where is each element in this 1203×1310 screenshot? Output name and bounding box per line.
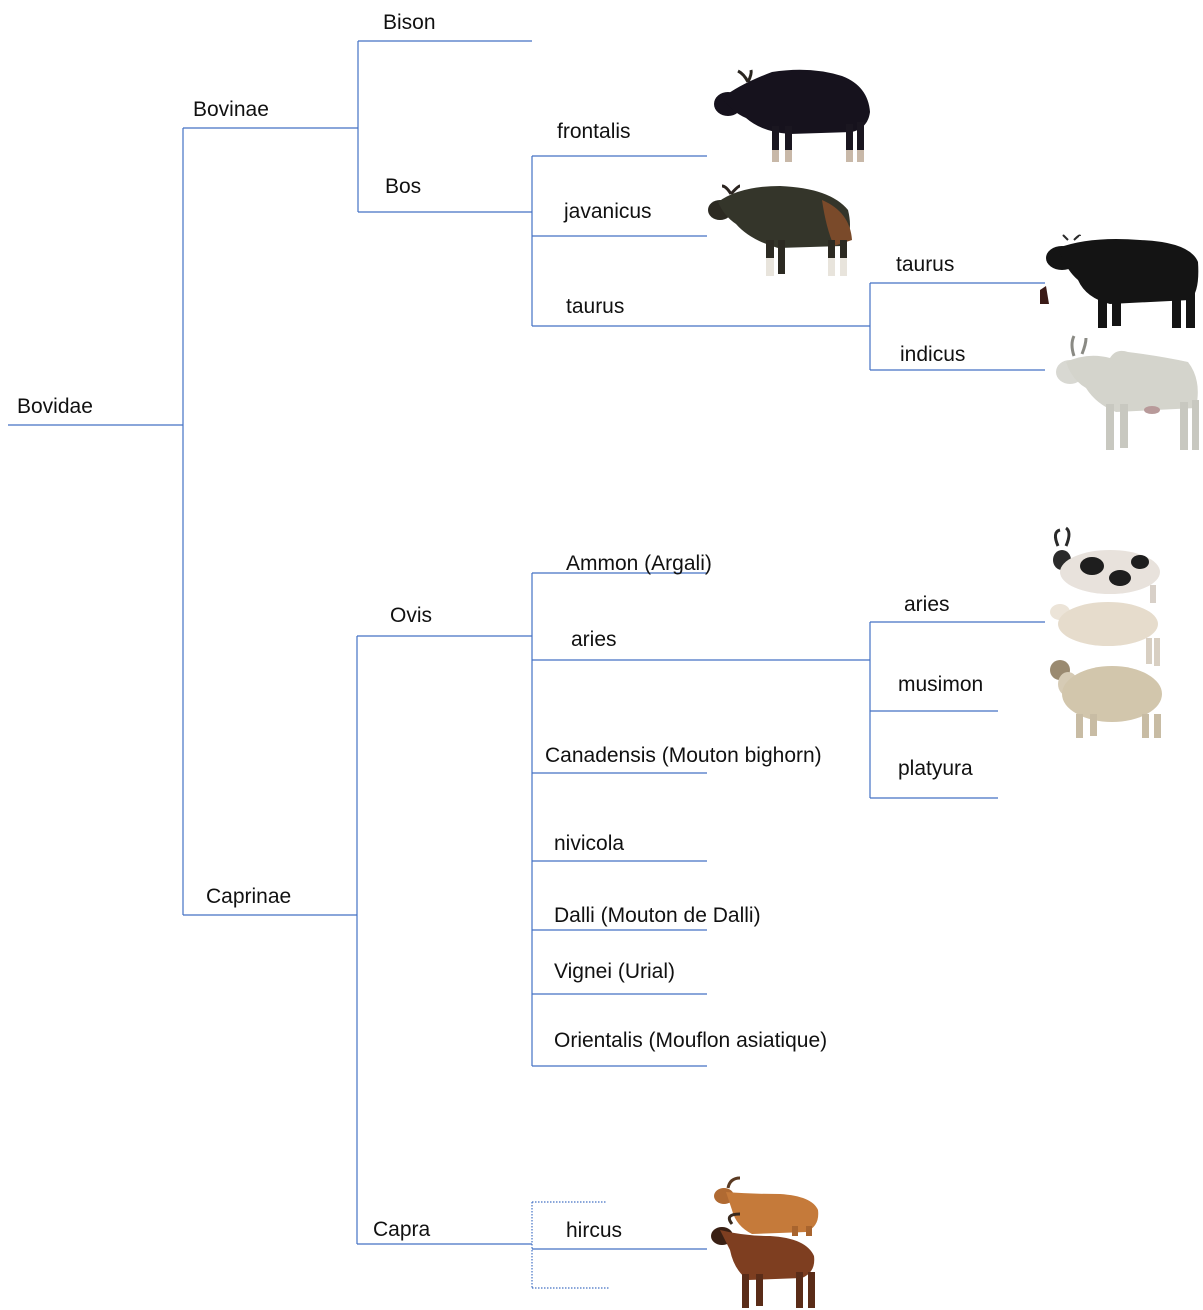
label-caprinae: Caprinae — [206, 885, 291, 908]
label-bovinae: Bovinae — [193, 98, 269, 121]
node-ovis-aries — [869, 621, 1045, 799]
node-capra — [357, 1201, 707, 1289]
node-bos — [358, 155, 870, 327]
label-frontalis: frontalis — [557, 120, 631, 143]
node-caprinae — [183, 636, 358, 1244]
label-dalli: Dalli (Mouton de Dalli) — [554, 904, 761, 927]
label-vignei: Vignei (Urial) — [554, 960, 675, 983]
label-aries-aries: aries — [904, 593, 950, 616]
label-orientalis: Orientalis (Mouflon asiatique) — [554, 1029, 827, 1052]
node-bovidae — [8, 128, 184, 915]
node-ovis — [357, 572, 870, 1067]
label-ovis-aries: aries — [571, 628, 617, 651]
label-ammon: Ammon (Argali) — [566, 552, 712, 575]
label-indicus: indicus — [900, 343, 965, 366]
label-bison: Bison — [383, 11, 436, 34]
label-nivicola: nivicola — [554, 832, 624, 855]
label-bos-taurus: taurus — [566, 295, 624, 318]
node-bovinae — [183, 41, 359, 212]
zebu-cattle-image — [1056, 335, 1199, 450]
taurine-cattle-image — [1040, 234, 1199, 328]
label-capra: Capra — [373, 1218, 431, 1241]
label-bovidae: Bovidae — [17, 395, 93, 418]
goats-image — [711, 1176, 819, 1308]
label-taurus-taurus: taurus — [896, 253, 954, 276]
sheep-breeds-image — [1050, 526, 1162, 738]
label-ovis: Ovis — [390, 604, 432, 627]
label-hircus: hircus — [566, 1219, 622, 1242]
gaur-image — [714, 69, 870, 162]
label-bos: Bos — [385, 175, 421, 198]
label-canadensis: Canadensis (Mouton bighorn) — [545, 744, 822, 767]
node-bos-taurus — [869, 282, 1045, 371]
label-musimon: musimon — [898, 673, 983, 696]
label-javanicus: javanicus — [563, 200, 652, 223]
banteng-image — [708, 184, 852, 276]
label-platyura: platyura — [898, 757, 973, 780]
